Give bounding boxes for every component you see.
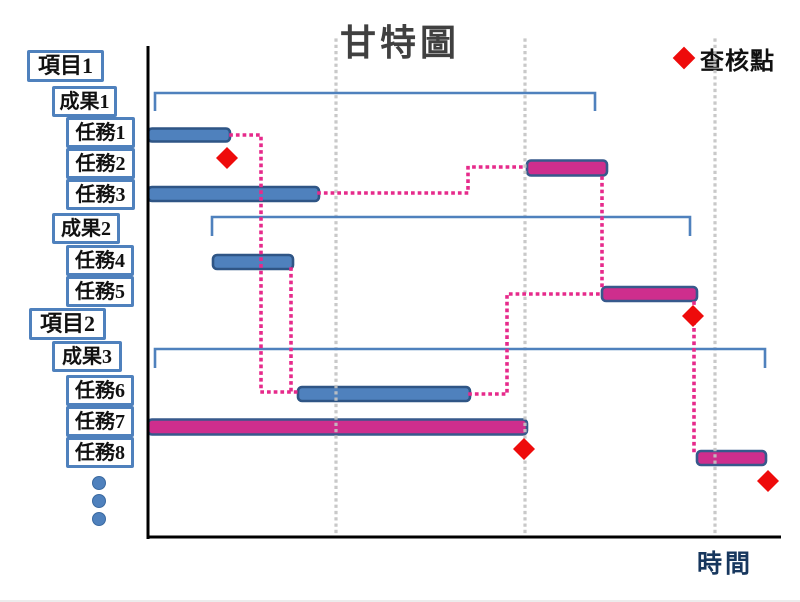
milestone-diamond-icon-milestone-3: [513, 438, 535, 460]
task-bar-task-6: [296, 385, 472, 403]
legend: 查核點: [672, 44, 775, 75]
row-label-outcome-1: 成果1: [52, 86, 117, 117]
milestone-diamond-icon-milestone-1: [216, 147, 238, 169]
task-bar-task-2: [525, 159, 609, 177]
x-axis-label: 時間: [696, 551, 753, 578]
milestone-diamond-icon-milestone-4: [757, 470, 779, 492]
row-label-task-3: 任務3: [66, 179, 135, 210]
summary-bracket-outcome-3: [153, 347, 767, 368]
task-bar-task-4: [211, 253, 295, 271]
task-bar-task-3: [146, 185, 321, 203]
summary-bracket-outcome-1: [153, 91, 597, 111]
page-title: 甘特圖: [339, 23, 460, 63]
task-bar-task-5: [600, 285, 699, 303]
task-bar-task-1: [146, 127, 232, 143]
row-label-outcome-2: 成果2: [52, 213, 120, 244]
ellipsis-dot-1: [92, 476, 106, 490]
row-label-project-1: 項目1: [27, 50, 104, 82]
row-label-task-6: 任務6: [66, 375, 134, 406]
dependency-task-6-to-task-5: [468, 292, 602, 396]
dependency-task-3-to-task-2: [317, 165, 527, 195]
dependency-task-1-to-task-6: [229, 133, 298, 394]
row-label-task-5: 任務5: [66, 276, 134, 307]
row-label-task-8: 任務8: [66, 437, 134, 468]
ellipsis-dot-2: [92, 494, 106, 508]
row-label-project-2: 項目2: [29, 308, 106, 340]
row-label-task-7: 任務7: [66, 406, 134, 437]
row-label-outcome-3: 成果3: [52, 341, 122, 372]
summary-bracket-outcome-2: [210, 215, 692, 236]
legend-label: 查核點: [700, 48, 775, 75]
task-bar-task-8: [695, 449, 768, 467]
ellipsis-dot-3: [92, 512, 106, 526]
row-label-task-1: 任務1: [66, 117, 135, 148]
row-label-task-2: 任務2: [66, 148, 135, 179]
milestone-diamond-icon-milestone-2: [682, 305, 704, 327]
row-label-task-4: 任務4: [66, 245, 134, 276]
